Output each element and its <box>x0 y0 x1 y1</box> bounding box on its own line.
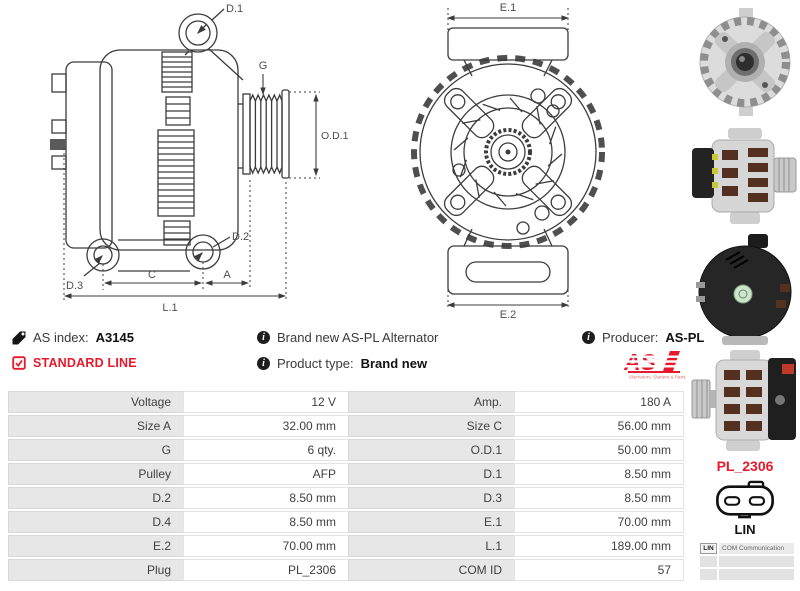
legend-value-empty <box>719 569 794 580</box>
spec-value: 32.00 mm <box>183 415 349 437</box>
producer-row: Producer: AS-PL <box>582 330 704 345</box>
spec-value: 189.00 mm <box>514 535 684 557</box>
spec-label: Amp. <box>348 391 515 413</box>
description-row: Brand new AS-PL Alternator <box>257 330 438 345</box>
spec-label: Pulley <box>8 463 184 485</box>
legend-key: LIN <box>700 543 717 554</box>
legend-row: LIN COM Communication <box>700 543 794 554</box>
legend-key-empty <box>700 556 717 567</box>
table-row: Pulley AFP D.1 8.50 mm <box>8 463 687 485</box>
spec-value: 8.50 mm <box>514 487 684 509</box>
spec-label: G <box>8 439 184 461</box>
plug-type-label: LIN <box>734 522 756 537</box>
info-icon <box>257 331 270 344</box>
legend-key-empty <box>700 569 717 580</box>
legend-row <box>700 569 794 580</box>
dimension-label-l1: L.1 <box>162 302 177 314</box>
table-row: E.2 70.00 mm L.1 189.00 mm <box>8 535 687 557</box>
dimension-label-g: G <box>259 60 268 72</box>
legend-value: COM Communication <box>719 543 794 554</box>
spec-label: D.3 <box>348 487 515 509</box>
table-row: D.2 8.50 mm D.3 8.50 mm <box>8 487 687 509</box>
product-photo-side-connector[interactable] <box>690 126 800 228</box>
dimension-label-e1: E.1 <box>500 2 517 14</box>
spec-value: 50.00 mm <box>514 439 684 461</box>
spec-table: Voltage 12 V Amp. 180 A Size A 32.00 mm … <box>8 391 687 583</box>
spec-value: 56.00 mm <box>514 415 684 437</box>
product-photo-front[interactable] <box>690 4 800 124</box>
product-type-row: Product type: Brand new <box>257 356 427 371</box>
legend-value-empty <box>719 556 794 567</box>
table-row: G 6 qty. O.D.1 50.00 mm <box>8 439 687 461</box>
spec-value: 180 A <box>514 391 684 413</box>
info-icon <box>257 357 270 370</box>
dimension-label-d2: D.2 <box>232 231 249 243</box>
product-type-value: Brand new <box>360 356 428 371</box>
spec-label: E.2 <box>8 535 184 557</box>
spec-value: 8.50 mm <box>514 463 684 485</box>
technical-drawing-side-view: D.1 G O.D.1 D.2 D.3 C A L.1 <box>50 3 349 314</box>
product-description: Brand new AS-PL Alternator <box>277 330 439 345</box>
spec-label: D.2 <box>8 487 184 509</box>
info-icon <box>582 331 595 344</box>
spec-label: E.1 <box>348 511 515 533</box>
as-index-row: AS index: A3145 <box>12 330 134 345</box>
spec-value: 8.50 mm <box>183 487 349 509</box>
producer-label: Producer: <box>602 330 659 345</box>
standard-line-badge: STANDARD LINE <box>33 356 137 370</box>
product-photo-side-pulley[interactable] <box>690 350 800 452</box>
alternator-rear-photo <box>696 234 792 345</box>
logo-tagline: Alternators, Starters & Parts <box>628 375 686 380</box>
as-index-value: A3145 <box>95 330 134 345</box>
dimension-label-d1: D.1 <box>226 3 243 15</box>
technical-drawing-front-view: E.1 E.2 <box>411 2 605 320</box>
legend-row <box>700 556 794 567</box>
spec-value: 8.50 mm <box>183 511 349 533</box>
spec-label: D.4 <box>8 511 184 533</box>
product-line-row: STANDARD LINE <box>12 356 137 370</box>
table-row: Size A 32.00 mm Size C 56.00 mm <box>8 415 687 437</box>
as-index-label: AS index: <box>33 330 89 345</box>
spec-label: L.1 <box>348 535 515 557</box>
spec-label: Size C <box>348 415 515 437</box>
dimension-label-d3: D.3 <box>66 280 83 292</box>
spec-value: PL_2306 <box>183 559 349 581</box>
producer-value: AS-PL <box>665 330 705 345</box>
table-row: D.4 8.50 mm E.1 70.00 mm <box>8 511 687 533</box>
plug-legend: LIN COM Communication <box>700 543 794 582</box>
spec-value: 70.00 mm <box>183 535 349 557</box>
plug-code[interactable]: PL_2306 <box>716 458 774 474</box>
spec-label: O.D.1 <box>348 439 515 461</box>
spec-value: 70.00 mm <box>514 511 684 533</box>
checkbox-checked-icon <box>12 356 26 370</box>
table-row: Voltage 12 V Amp. 180 A <box>8 391 687 413</box>
tag-icon <box>12 331 26 344</box>
alternator-front-photo <box>699 8 791 116</box>
spec-label: Plug <box>8 559 184 581</box>
table-row: Plug PL_2306 COM ID 57 <box>8 559 687 581</box>
spec-label: COM ID <box>348 559 515 581</box>
spec-label: D.1 <box>348 463 515 485</box>
plug-connector-icon <box>716 480 774 519</box>
spec-value: 6 qty. <box>183 439 349 461</box>
product-type-label: Product type: <box>277 356 354 371</box>
dimension-label-od1: O.D.1 <box>321 130 349 142</box>
as-pl-logo: AS Alternators, Starters & Parts <box>624 350 686 380</box>
spec-label: Size A <box>8 415 184 437</box>
spec-value: 12 V <box>183 391 349 413</box>
alternator-side-pulley-photo <box>691 350 796 451</box>
alternator-side-photo <box>692 128 797 224</box>
spec-value: AFP <box>183 463 349 485</box>
dimension-label-a: A <box>223 269 231 281</box>
dimension-label-c: C <box>148 269 156 281</box>
spec-label: Voltage <box>8 391 184 413</box>
dimension-label-e2: E.2 <box>500 309 517 320</box>
product-photo-rear[interactable] <box>690 230 800 348</box>
spec-value: 57 <box>514 559 684 581</box>
